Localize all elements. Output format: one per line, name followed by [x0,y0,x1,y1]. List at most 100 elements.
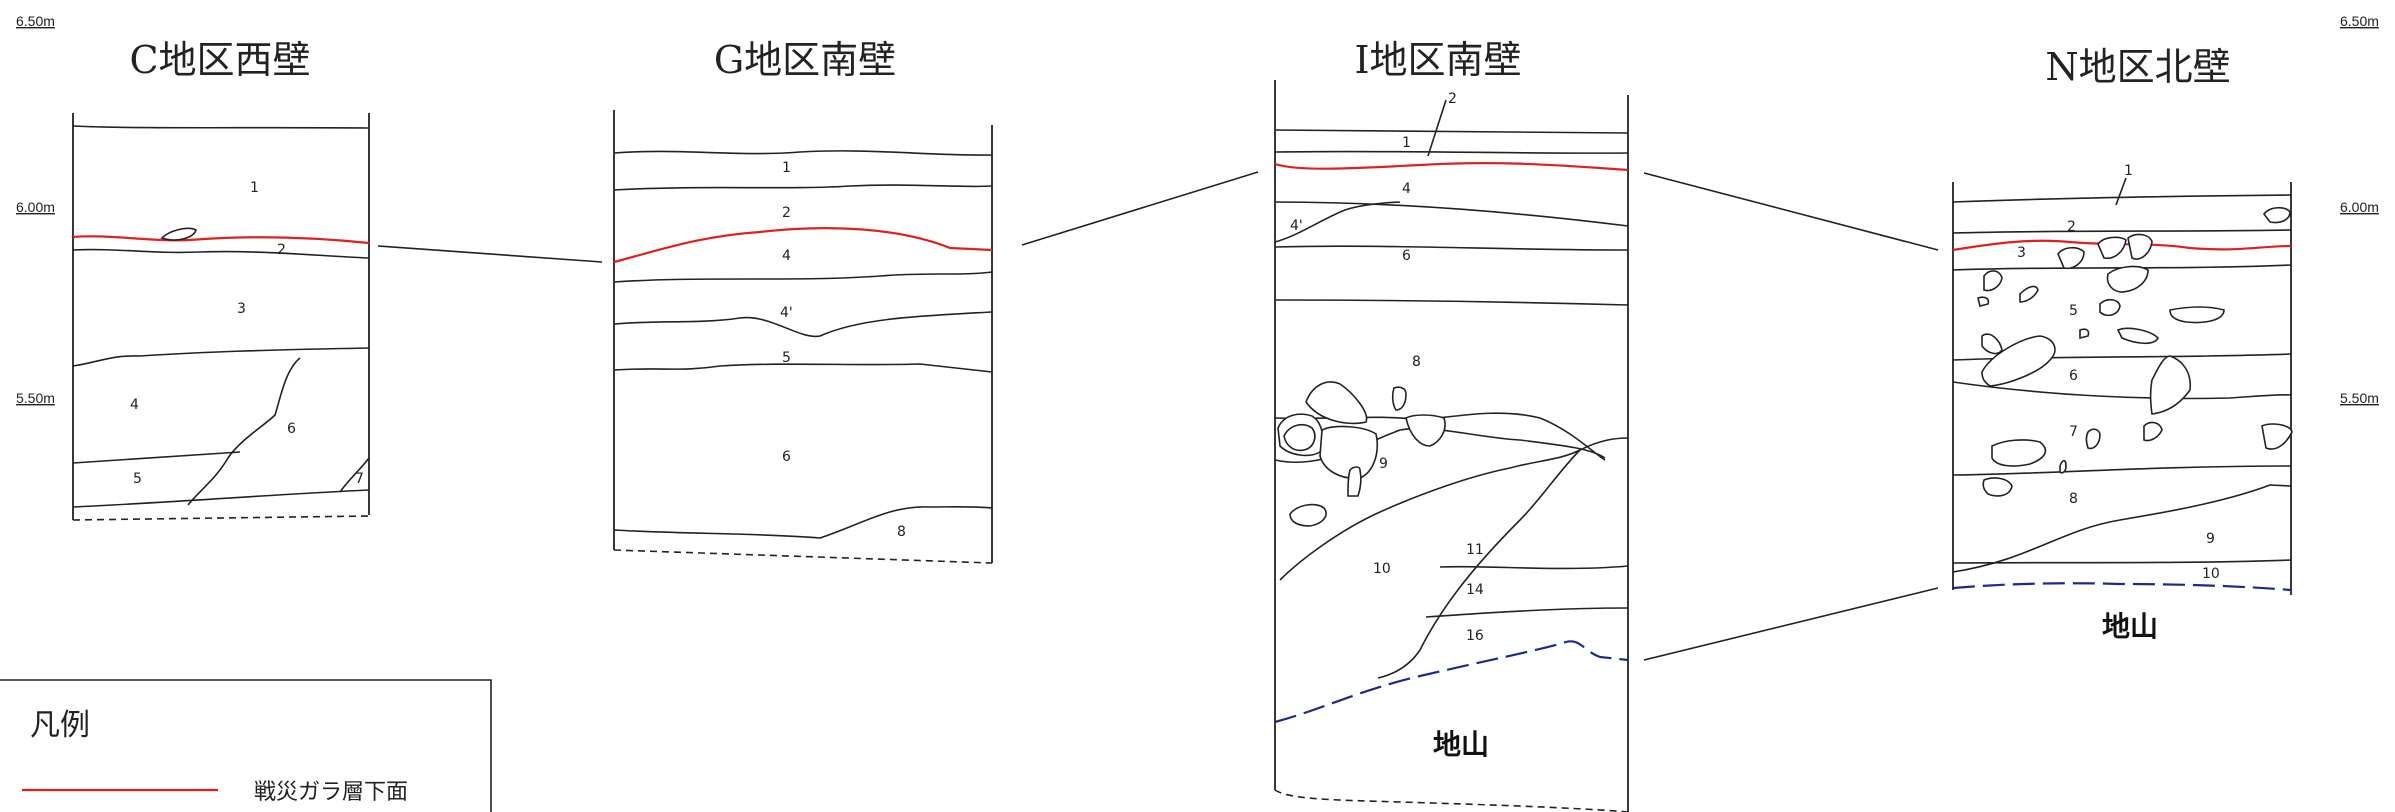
layer-boundary [1274,201,1629,227]
layer-boundary [339,457,370,493]
layer-number: 4 [1402,181,1411,197]
stone-inclusion [1305,381,1368,425]
section-bottom-dashed [1274,789,1629,812]
layer-number: 8 [1412,354,1421,370]
stone-inclusion [2261,423,2293,450]
section-title: G地区南壁 [714,38,896,82]
layer-boundary [1274,129,1629,134]
layer-number: 14 [1466,582,1484,598]
layer-leader-line [2115,177,2127,206]
layer-number: 9 [2206,531,2215,547]
layer-number: 5 [2069,303,2078,319]
layer-number: 8 [2069,491,2078,507]
layer-number: 6 [782,449,791,465]
stone-inclusion [1977,296,1990,307]
natural-ground-label: 地山 [1433,728,1489,761]
layer-number: 4 [782,248,791,264]
elevation-label-550-left: 5.50m [16,390,55,406]
section-n-north-wall: N地区北壁 1 2 3 5 [1952,45,2293,643]
layer-boundary [1439,565,1629,570]
layer-boundary [613,363,993,373]
layer-number: 1 [1402,135,1411,151]
correlation-line-g-i [1021,171,1259,246]
layer-boundary [1952,465,2292,476]
elevation-label-550-right: 5.50m [2340,390,2379,406]
stone-inclusion [1405,414,1446,447]
layer-number: 2 [782,205,791,221]
stone-inclusion [1981,333,2003,355]
layer-number: 6 [2069,368,2078,384]
stone-inclusion [2149,355,2192,415]
stone-inclusion [2106,265,2149,293]
stone-inclusion [1981,335,2056,387]
stone-inclusion [1289,503,1327,527]
section-bottom-dashed [613,549,993,564]
layer-number: 3 [237,301,246,317]
layer-boundary [72,489,370,508]
layer-boundary [1579,437,1629,451]
layer-number: 4' [780,305,793,321]
stone-inclusion [2059,459,2067,474]
section-g-south-wall: G地区南壁 1 2 4 4' 5 6 8 [613,38,993,564]
layer-number: 7 [355,471,364,487]
section-bottom-dashed [72,515,370,521]
war-debris-layer-base-line [1274,162,1629,172]
layer-number: 6 [1402,248,1411,264]
stone-inclusion [2127,233,2153,260]
layer-boundary [1952,484,2292,573]
war-debris-layer-base-line [72,235,370,245]
layer-boundary [1952,264,2292,271]
layer-number: 11 [1466,542,1484,558]
layer-boundary [1274,201,1401,243]
elevation-label-600-right: 6.00m [2340,199,2379,215]
layer-number: 1 [782,160,791,176]
stone-inclusion [2143,421,2163,442]
legend-frame [0,679,492,812]
layer-boundary [1952,194,2292,203]
stone-inclusion [1991,439,2047,467]
section-title: I地区南壁 [1354,38,1521,82]
legend-item-label: 戦災ガラ層下面 [254,780,408,805]
layer-number: 5 [133,471,142,487]
natural-ground-boundary-line [1952,582,2292,592]
war-debris-layer-base-line [613,227,993,264]
stone-inclusion [2097,236,2127,260]
layer-boundary [1952,229,2292,234]
layer-number: 3 [2017,245,2026,261]
stone-inclusion [2262,206,2291,224]
layer-boundary [187,357,301,506]
stone-inclusion [2116,327,2159,345]
section-title: N地区北壁 [2045,45,2230,89]
correlation-line-i-n-base [1643,587,1939,661]
layer-boundary [72,451,241,464]
stone-inclusion [1983,270,2003,292]
elevation-scale-right: 6.50m 6.00m 5.50m [2340,13,2379,406]
layer-number: 2 [277,242,286,258]
layer-number: 9 [1379,456,1388,472]
stone-inclusion [2085,428,2101,450]
layer-boundary [613,505,993,539]
stone-inclusion [2079,328,2090,340]
layer-boundary [613,311,993,338]
stone-inclusion [2169,306,2225,324]
stone-inclusion [2099,298,2121,317]
layer-number: 6 [287,421,296,437]
stone-inclusion [1347,466,1362,497]
legend: 凡例 戦災ガラ層下面 [0,679,492,812]
elevation-label-600-left: 6.00m [16,199,55,215]
layer-leader-line [1427,99,1447,157]
correlation-line-i-n [1643,172,1939,251]
natural-ground-boundary-line [1274,640,1629,724]
section-title: C地区西壁 [129,38,310,82]
layer-boundary [613,150,993,156]
layer-number: 2 [1448,91,1457,107]
layer-boundary [1279,449,1581,581]
stone-inclusion [2019,285,2039,303]
layer-number: 4' [1290,218,1303,234]
layer-number: 16 [1466,628,1484,644]
elevation-scale-left: 6.50m 6.00m 5.50m [16,13,55,406]
stone-inclusion [1982,477,2013,497]
layer-number: 8 [897,524,906,540]
layer-boundary [72,248,370,259]
